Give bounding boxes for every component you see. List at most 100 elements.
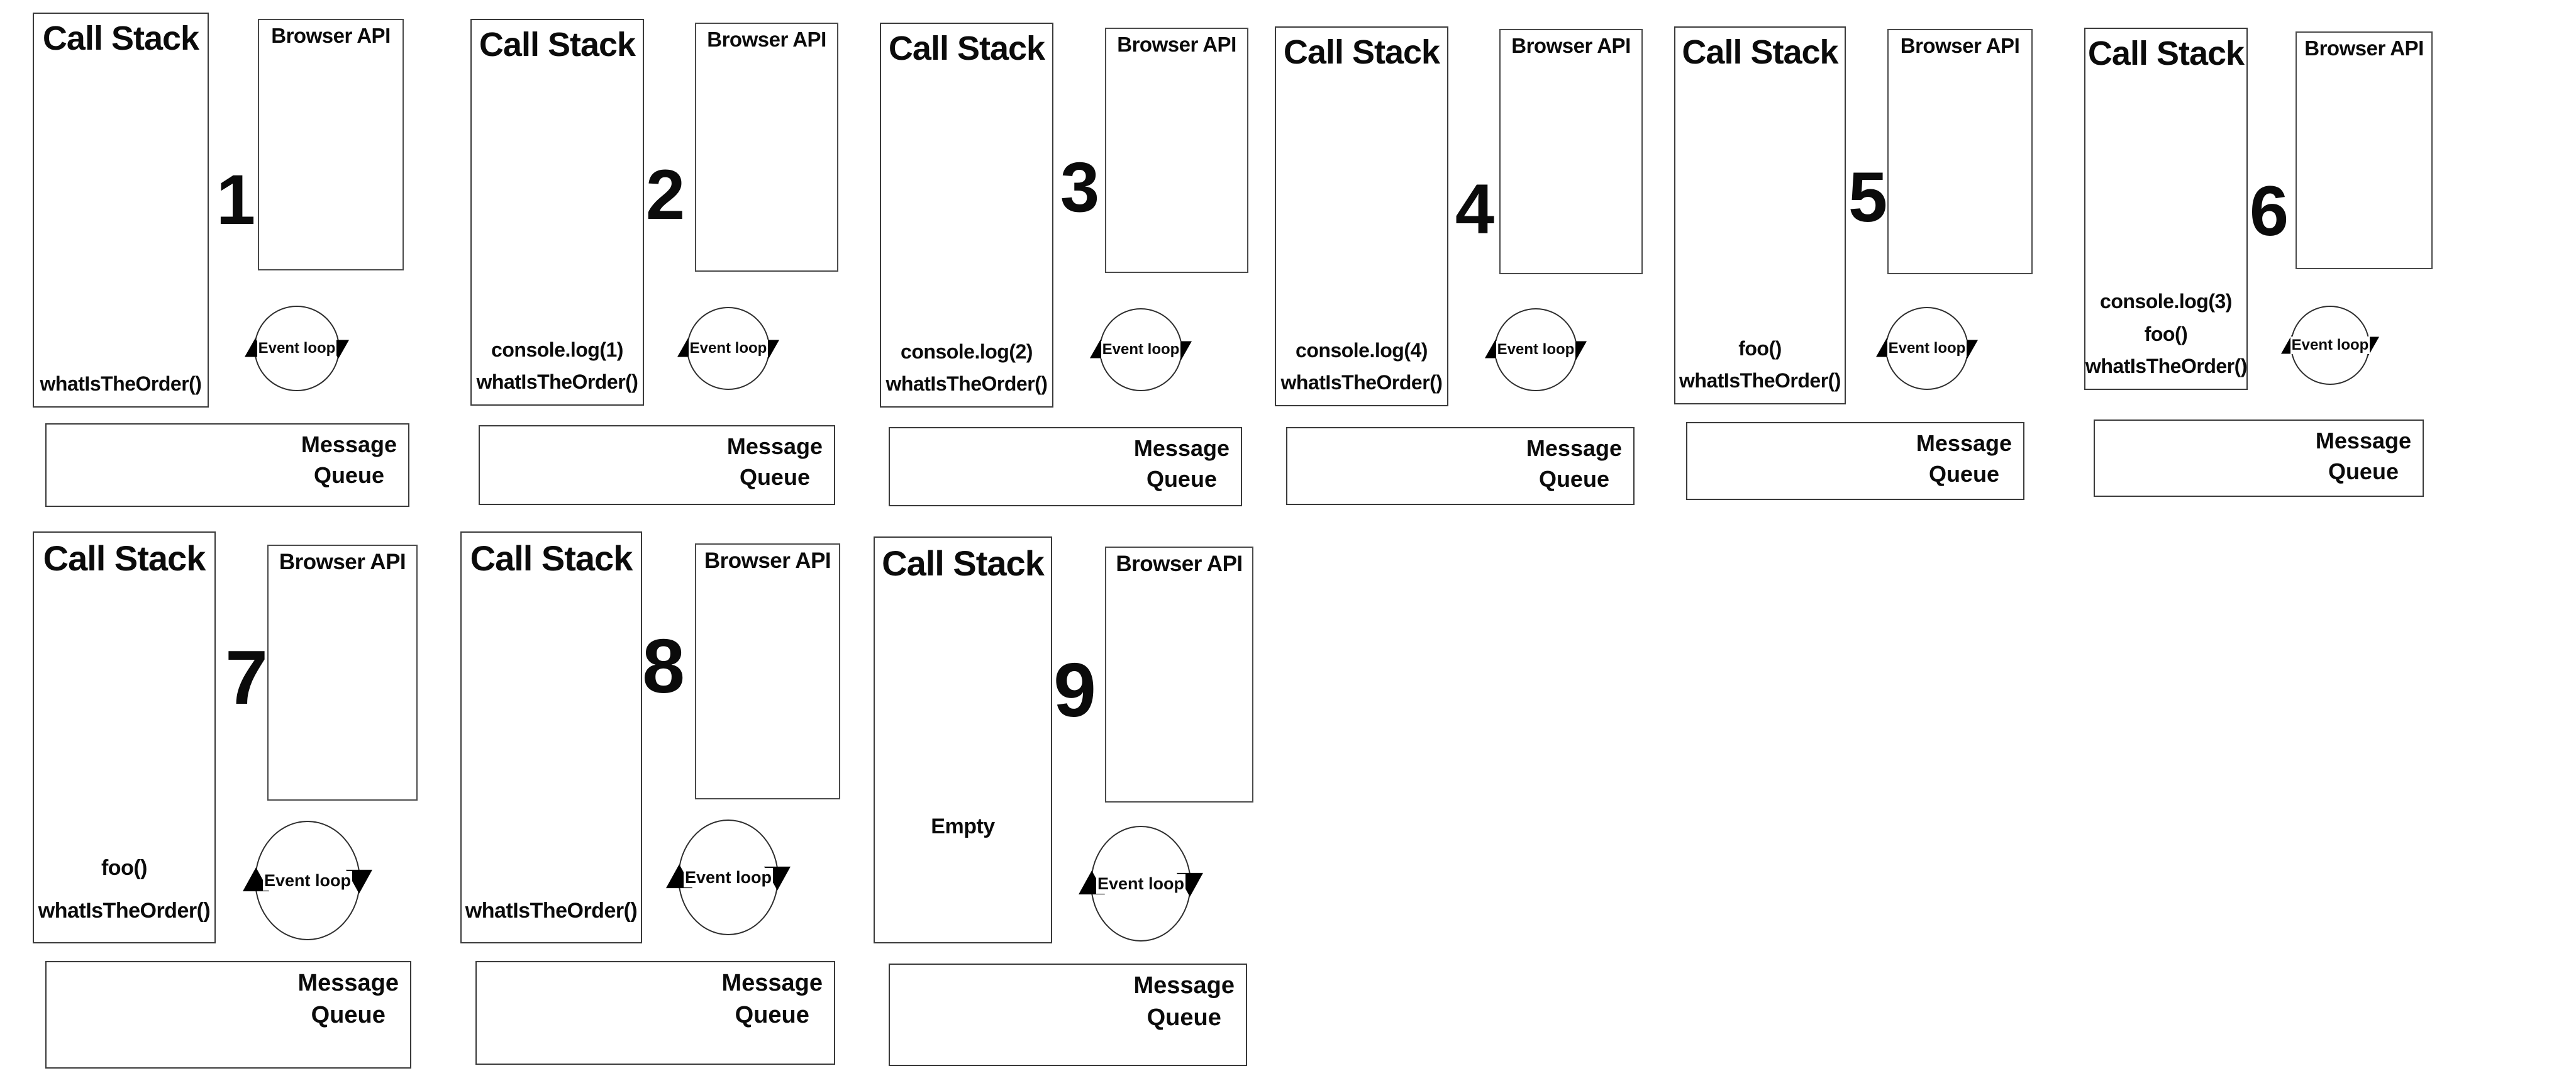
message-queue-box: Message Queue bbox=[2094, 420, 2424, 497]
message-queue-label: Message Queue bbox=[726, 433, 823, 490]
event-loop-label: Event loop bbox=[1887, 340, 1967, 357]
browser-api-title: Browser API bbox=[1117, 33, 1236, 56]
browser-api-box: Browser API bbox=[1105, 547, 1253, 803]
call-stack-title: Call Stack bbox=[479, 26, 636, 64]
event-loop-label: Event loop bbox=[262, 870, 352, 891]
message-queue-label: Message Queue bbox=[1133, 435, 1230, 492]
step-number: 2 bbox=[645, 155, 686, 234]
event-loop-circle: Event loop bbox=[1090, 308, 1192, 391]
browser-api-title: Browser API bbox=[1511, 34, 1631, 57]
step-number: 1 bbox=[216, 160, 256, 239]
call-stack-frame: console.log(3) bbox=[2100, 290, 2232, 313]
browser-api-box: Browser API bbox=[258, 19, 404, 270]
call-stack-contents: console.log(3) foo() whatIsTheOrder() bbox=[2085, 286, 2247, 389]
call-stack-box: Call Stack console.log(2) whatIsTheOrder… bbox=[880, 23, 1053, 408]
step-number: 9 bbox=[1053, 647, 1096, 733]
message-queue-box: Message Queue bbox=[1686, 422, 2024, 500]
call-stack-frame: whatIsTheOrder() bbox=[1280, 370, 1443, 394]
browser-api-box: Browser API bbox=[1887, 29, 2033, 274]
step-number: 3 bbox=[1060, 148, 1100, 226]
browser-api-title: Browser API bbox=[707, 28, 826, 51]
call-stack-frame: foo() bbox=[1738, 336, 1782, 360]
browser-api-box: Browser API bbox=[267, 545, 418, 801]
call-stack-box: Call Stack Empty bbox=[874, 536, 1052, 943]
event-loop-label: Event loop bbox=[1496, 341, 1576, 358]
step-number: 8 bbox=[642, 623, 685, 709]
call-stack-frame: whatIsTheOrder() bbox=[886, 372, 1048, 395]
call-stack-frame: console.log(2) bbox=[901, 340, 1033, 363]
message-queue-label: Message Queue bbox=[297, 970, 399, 1029]
event-loop-circle: Event loop bbox=[2281, 306, 2379, 385]
event-loop-circle: Event loop bbox=[1876, 307, 1978, 390]
event-loop-label: Event loop bbox=[257, 340, 337, 357]
call-stack-title: Call Stack bbox=[1283, 33, 1440, 71]
step-number: 4 bbox=[1455, 170, 1495, 248]
browser-api-box: Browser API bbox=[695, 543, 840, 799]
call-stack-frame: foo() bbox=[2144, 322, 2188, 345]
call-stack-box: Call Stack console.log(1) whatIsTheOrder… bbox=[470, 19, 644, 406]
call-stack-frame: whatIsTheOrder() bbox=[38, 899, 211, 923]
call-stack-frame: Empty bbox=[931, 814, 995, 838]
event-loop-circle: Event loop bbox=[1079, 826, 1203, 942]
call-stack-frame: console.log(4) bbox=[1296, 338, 1428, 362]
event-loop-circle: Event loop bbox=[245, 306, 349, 391]
event-loop-label: Event loop bbox=[2290, 336, 2370, 354]
call-stack-box: Call Stack whatIsTheOrder() bbox=[460, 531, 642, 943]
message-queue-box: Message Queue bbox=[889, 964, 1247, 1066]
browser-api-box: Browser API bbox=[695, 23, 838, 272]
browser-api-title: Browser API bbox=[1116, 552, 1243, 576]
call-stack-title: Call Stack bbox=[882, 543, 1045, 583]
message-queue-label: Message Queue bbox=[1133, 972, 1235, 1031]
browser-api-title: Browser API bbox=[279, 550, 406, 574]
event-loop-circle: Event loop bbox=[1485, 308, 1587, 391]
call-stack-contents: whatIsTheOrder() bbox=[462, 889, 641, 942]
call-stack-frame: foo() bbox=[101, 856, 148, 880]
call-stack-contents: console.log(2) whatIsTheOrder() bbox=[881, 336, 1052, 406]
message-queue-label: Message Queue bbox=[721, 970, 823, 1029]
call-stack-frame: whatIsTheOrder() bbox=[2085, 354, 2247, 377]
message-queue-box: Message Queue bbox=[45, 961, 411, 1069]
call-stack-contents: console.log(4) whatIsTheOrder() bbox=[1276, 335, 1447, 405]
message-queue-box: Message Queue bbox=[479, 425, 835, 505]
call-stack-frame: whatIsTheOrder() bbox=[40, 372, 202, 395]
call-stack-contents: Empty bbox=[875, 805, 1051, 942]
event-loop-circle: Event loop bbox=[243, 821, 372, 940]
call-stack-contents: console.log(1) whatIsTheOrder() bbox=[472, 334, 643, 404]
call-stack-box: Call Stack whatIsTheOrder() bbox=[33, 13, 209, 408]
event-loop-label: Event loop bbox=[1101, 341, 1181, 358]
message-queue-box: Message Queue bbox=[889, 427, 1242, 506]
call-stack-box: Call Stack foo() whatIsTheOrder() bbox=[1674, 26, 1846, 404]
browser-api-box: Browser API bbox=[1499, 29, 1643, 274]
step-number: 5 bbox=[1848, 158, 1888, 236]
message-queue-box: Message Queue bbox=[45, 423, 409, 507]
message-queue-label: Message Queue bbox=[1916, 430, 2012, 487]
call-stack-contents: foo() whatIsTheOrder() bbox=[1675, 333, 1845, 403]
event-loop-circle: Event loop bbox=[677, 307, 779, 390]
call-stack-title: Call Stack bbox=[1682, 33, 1838, 71]
call-stack-box: Call Stack foo() whatIsTheOrder() bbox=[33, 531, 216, 943]
event-loop-label: Event loop bbox=[683, 867, 773, 887]
event-loop-circle: Event loop bbox=[666, 820, 791, 935]
browser-api-box: Browser API bbox=[2296, 31, 2433, 269]
event-loop-label: Event loop bbox=[1096, 874, 1185, 894]
call-stack-frame: console.log(1) bbox=[491, 338, 623, 361]
call-stack-title: Call Stack bbox=[888, 30, 1045, 67]
call-stack-frame: whatIsTheOrder() bbox=[465, 899, 638, 923]
event-loop-label: Event loop bbox=[688, 340, 769, 357]
message-queue-label: Message Queue bbox=[2315, 428, 2411, 484]
call-stack-title: Call Stack bbox=[2087, 35, 2245, 72]
step-number: 7 bbox=[225, 635, 268, 720]
call-stack-frame: whatIsTheOrder() bbox=[1679, 369, 1841, 392]
browser-api-title: Browser API bbox=[1900, 34, 2020, 57]
call-stack-contents: foo() whatIsTheOrder() bbox=[34, 847, 214, 942]
browser-api-title: Browser API bbox=[2304, 36, 2424, 60]
message-queue-box: Message Queue bbox=[475, 961, 835, 1065]
call-stack-box: Call Stack console.log(4) whatIsTheOrder… bbox=[1275, 26, 1448, 406]
call-stack-title: Call Stack bbox=[470, 538, 633, 578]
call-stack-frame: whatIsTheOrder() bbox=[476, 370, 638, 393]
message-queue-label: Message Queue bbox=[1526, 435, 1622, 492]
browser-api-title: Browser API bbox=[704, 548, 831, 573]
step-number: 6 bbox=[2249, 172, 2289, 250]
call-stack-title: Call Stack bbox=[42, 19, 199, 57]
